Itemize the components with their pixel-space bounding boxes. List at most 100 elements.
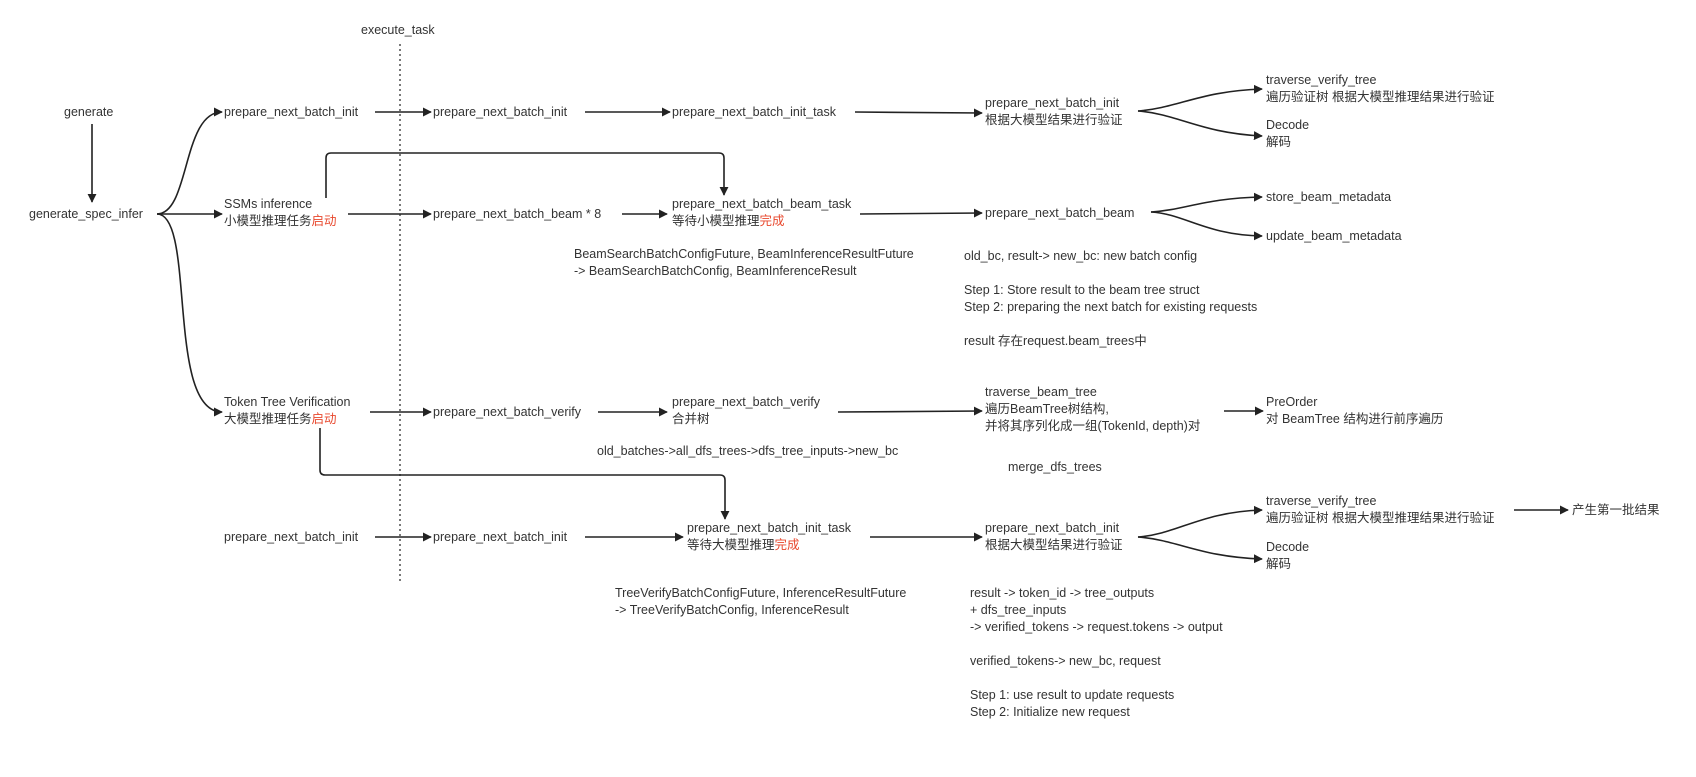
row2-beam-task-done-highlight: 完成 bbox=[759, 214, 785, 228]
row2-ssm-launch-highlight: 启动 bbox=[311, 214, 337, 228]
row3-verify-merge-title: prepare_next_batch_verify bbox=[672, 395, 821, 409]
row1-traverse-verify-tree-node: traverse_verify_tree 遍历验证树 根据大模型推理结果进行验证 bbox=[1266, 72, 1494, 106]
edge-row2-c4-out-a bbox=[1150, 192, 1263, 213]
row1-verify-desc: 根据大模型结果进行验证 bbox=[985, 113, 1123, 127]
row4-decode-title: Decode bbox=[1266, 540, 1310, 554]
row4-decode-node: Decode 解码 bbox=[1266, 539, 1309, 573]
row4-first-results-node: 产生第一批结果 bbox=[1572, 503, 1660, 517]
row1-traverse-desc: 遍历验证树 根据大模型推理结果进行验证 bbox=[1266, 90, 1495, 104]
note-line: -> verified_tokens -> request.tokens -> … bbox=[970, 620, 1223, 634]
row4-prepare-init-node: prepare_next_batch_init bbox=[224, 530, 359, 544]
edge-row1-c4-out-a bbox=[1137, 84, 1263, 112]
row1-verify-node: prepare_next_batch_init 根据大模型结果进行验证 bbox=[985, 95, 1123, 129]
row2-beam-task-title: prepare_next_batch_beam_task bbox=[672, 197, 852, 211]
note-line: Step 2: preparing the next batch for exi… bbox=[964, 300, 1258, 314]
note-line: old_bc, result-> new_bc: new batch confi… bbox=[964, 249, 1198, 263]
row2-prepare-beam-result-node: prepare_next_batch_beam bbox=[985, 206, 1135, 220]
row2-future-type-note: BeamSearchBatchConfigFuture, BeamInferen… bbox=[574, 246, 914, 280]
note-line: ​ bbox=[970, 636, 1223, 653]
row3-token-tree-verification-node: Token Tree Verification 大模型推理任务启动 bbox=[224, 394, 350, 428]
row4-traverse-desc: 遍历验证树 根据大模型推理结果进行验证 bbox=[1266, 511, 1495, 525]
row2-future-note-line2: -> BeamSearchBatchConfig, BeamInferenceR… bbox=[574, 264, 857, 278]
row2-ssm-inference-node: SSMs inference 小模型推理任务启动 bbox=[224, 196, 337, 230]
row4-prepare-init-exec-node: prepare_next_batch_init bbox=[433, 530, 568, 544]
row4-verify-desc: 根据大模型结果进行验证 bbox=[985, 538, 1123, 552]
edge-row4-c4-out-a bbox=[1137, 505, 1263, 538]
note-line: result -> token_id -> tree_outputs bbox=[970, 586, 1155, 600]
row4-init-task-node: prepare_next_batch_init_task 等待大模型推理完成 bbox=[687, 520, 851, 554]
row2-beam-step-note: old_bc, result-> new_bc: new batch confi… bbox=[964, 248, 1257, 350]
row4-init-task-desc: 等待大模型推理完成 bbox=[687, 537, 851, 554]
row2-beam-task-node: prepare_next_batch_beam_task 等待小模型推理完成 bbox=[672, 196, 851, 230]
row3-traverse-beam-tree-node: traverse_beam_tree 遍历BeamTree树结构, 并将其序列化… bbox=[985, 384, 1200, 435]
row3-preorder-title: PreOrder bbox=[1266, 395, 1318, 409]
note-line: ​ bbox=[964, 265, 1257, 282]
row1-decode-title: Decode bbox=[1266, 118, 1310, 132]
row2-store-beam-metadata-node: store_beam_metadata bbox=[1266, 190, 1392, 204]
note-line: + dfs_tree_inputs bbox=[970, 603, 1067, 617]
row3-ttv-launch-highlight: 启动 bbox=[311, 412, 337, 426]
row1-init-task-node: prepare_next_batch_init_task bbox=[672, 105, 837, 119]
row2-beam-task-desc-text: 等待小模型推理 bbox=[672, 214, 760, 228]
edge-row1-c4-out-b bbox=[1137, 110, 1263, 141]
row2-ssm-desc-text: 小模型推理任务 bbox=[224, 214, 312, 228]
note-line: ​ bbox=[964, 316, 1257, 333]
note-line: Step 1: Store result to the beam tree st… bbox=[964, 283, 1200, 297]
edge-row3-c3-c4 bbox=[837, 406, 983, 416]
row1-decode-node: Decode 解码 bbox=[1266, 117, 1309, 151]
row3-traverse-title: traverse_beam_tree bbox=[985, 385, 1097, 399]
row3-ttv-desc: 大模型推理任务启动 bbox=[224, 411, 350, 428]
row2-prepare-beam-node: prepare_next_batch_beam * 8 bbox=[433, 207, 602, 221]
row2-ssm-desc: 小模型推理任务启动 bbox=[224, 213, 337, 230]
row4-init-task-title: prepare_next_batch_init_task bbox=[687, 521, 852, 535]
row3-prepare-verify-node: prepare_next_batch_verify bbox=[433, 405, 582, 419]
edge-row2-c4-out-b bbox=[1150, 211, 1263, 241]
row3-dfs-tree-note: old_batches->all_dfs_trees->dfs_tree_inp… bbox=[597, 444, 899, 458]
edge-spec-infer-to-row1 bbox=[156, 107, 223, 215]
edge-spec-infer-to-row3 bbox=[156, 213, 223, 417]
edge-row2-c3-c4 bbox=[859, 208, 983, 218]
row3-traverse-desc2: 并将其序列化成一组(TokenId, depth)对 bbox=[985, 419, 1201, 433]
row1-prepare-init-node: prepare_next_batch_init bbox=[224, 105, 359, 119]
edge-row2-ssm-launch-to-beam-task bbox=[325, 152, 729, 198]
row4-traverse-title: traverse_verify_tree bbox=[1266, 494, 1377, 508]
row1-traverse-title: traverse_verify_tree bbox=[1266, 73, 1377, 87]
row4-verify-step-note: result -> token_id -> tree_outputs + dfs… bbox=[970, 585, 1223, 721]
row3-merge-dfs-trees-note: merge_dfs_trees bbox=[1008, 460, 1102, 474]
row4-traverse-verify-tree-node: traverse_verify_tree 遍历验证树 根据大模型推理结果进行验证 bbox=[1266, 493, 1494, 527]
execute-task-label: execute_task bbox=[361, 23, 435, 37]
note-line: Step 2: Initialize new request bbox=[970, 705, 1130, 719]
row1-prepare-init-exec-node: prepare_next_batch_init bbox=[433, 105, 568, 119]
row1-decode-desc: 解码 bbox=[1266, 135, 1292, 149]
note-line: ​ bbox=[970, 670, 1223, 687]
note-line: verified_tokens-> new_bc, request bbox=[970, 654, 1161, 668]
row3-preorder-desc: 对 BeamTree 结构进行前序遍历 bbox=[1266, 412, 1444, 426]
row1-verify-title: prepare_next_batch_init bbox=[985, 96, 1120, 110]
note-line: Step 1: use result to update requests bbox=[970, 688, 1175, 702]
row2-ssm-title: SSMs inference bbox=[224, 197, 313, 211]
note-line: result 存在request.beam_trees中 bbox=[964, 334, 1147, 348]
edge-row4-c4-out-b bbox=[1137, 536, 1263, 564]
row3-ttv-desc-text: 大模型推理任务 bbox=[224, 412, 312, 426]
edge-row3-llm-launch-to-init-task bbox=[319, 428, 730, 520]
row2-future-note-line1: BeamSearchBatchConfigFuture, BeamInferen… bbox=[574, 247, 914, 261]
generate-spec-infer-node: generate_spec_infer bbox=[29, 207, 143, 221]
row3-ttv-title: Token Tree Verification bbox=[224, 395, 351, 409]
row2-update-beam-metadata-node: update_beam_metadata bbox=[1266, 229, 1402, 243]
edge-row1-c3-c4 bbox=[854, 108, 983, 118]
row2-beam-task-desc: 等待小模型推理完成 bbox=[672, 213, 851, 230]
row4-future-type-note: TreeVerifyBatchConfigFuture, InferenceRe… bbox=[615, 585, 906, 619]
row4-verify-node: prepare_next_batch_init 根据大模型结果进行验证 bbox=[985, 520, 1123, 554]
row3-verify-merge-desc: 合并树 bbox=[672, 412, 710, 426]
generate-node: generate bbox=[64, 105, 114, 119]
row3-verify-merge-node: prepare_next_batch_verify 合并树 bbox=[672, 394, 820, 428]
row4-future-note-line1: TreeVerifyBatchConfigFuture, InferenceRe… bbox=[615, 586, 907, 600]
row4-future-note-line2: -> TreeVerifyBatchConfig, InferenceResul… bbox=[615, 603, 849, 617]
row4-init-task-done-highlight: 完成 bbox=[774, 538, 800, 552]
row4-init-task-desc-text: 等待大模型推理 bbox=[687, 538, 775, 552]
row4-decode-desc: 解码 bbox=[1266, 557, 1292, 571]
row3-traverse-desc1: 遍历BeamTree树结构, bbox=[985, 402, 1109, 416]
row4-verify-title: prepare_next_batch_init bbox=[985, 521, 1120, 535]
row3-preorder-node: PreOrder 对 BeamTree 结构进行前序遍历 bbox=[1266, 394, 1443, 428]
